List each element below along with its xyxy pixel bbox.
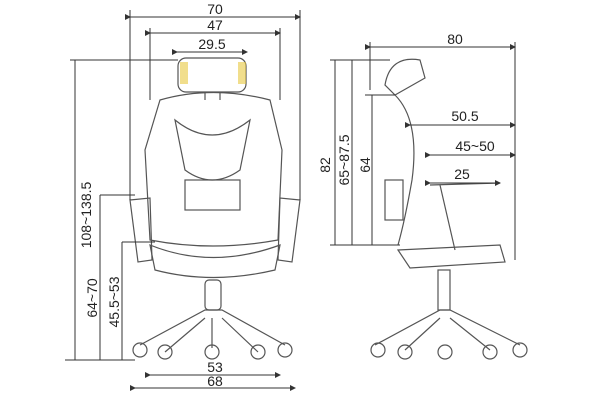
dim-back-height-range: 65~87.5: [336, 134, 352, 185]
dim-overall-width: 70: [207, 1, 223, 17]
dim-overall-depth: 80: [447, 31, 463, 47]
front-dimensions: 70 47 29.5 108~138.5 64~70 45.5~53 53 68: [65, 1, 301, 391]
dim-backrest-height: 64: [357, 157, 373, 173]
dim-headrest-width: 29.5: [198, 36, 225, 52]
side-view-chair: [370, 58, 528, 360]
side-dimensions: 80 50.5 45~50 25 82 65~87.5 64: [317, 31, 516, 260]
dim-backrest-width: 47: [207, 17, 223, 33]
dim-total-height: 108~138.5: [78, 182, 94, 249]
dim-depth-50-5: 50.5: [451, 108, 478, 124]
dim-seat-width: 53: [207, 359, 223, 375]
dim-seat-depth: 45~50: [455, 138, 495, 154]
dim-armrest-depth: 25: [454, 166, 470, 182]
front-view-chair: [129, 57, 301, 360]
dim-back-height: 82: [317, 157, 333, 173]
dim-base-width: 68: [207, 373, 223, 389]
dim-seat-height: 45.5~53: [106, 276, 122, 327]
dim-armrest-height: 64~70: [84, 278, 100, 318]
